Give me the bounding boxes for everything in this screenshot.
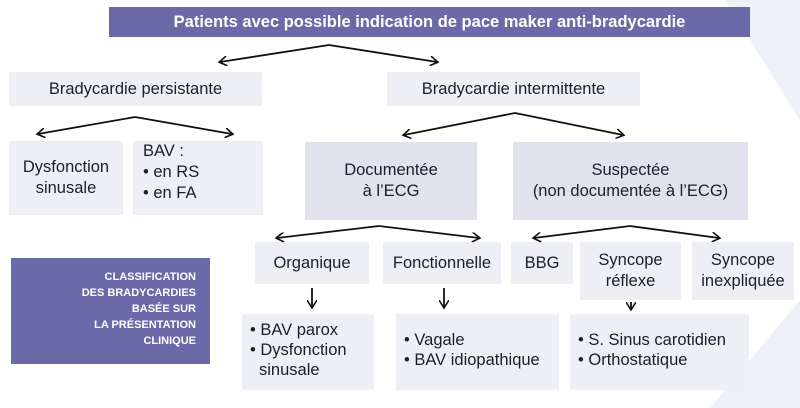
arrow-documentee-to-organique: [277, 225, 380, 238]
node-label: Bradycardie intermittente: [421, 79, 606, 98]
arrow-title-to-intermittente: [328, 44, 437, 62]
node-label: Fonctionnelle: [392, 253, 492, 272]
classification-line: DES BRADYCARDIES: [81, 287, 196, 299]
arrow-suspectee-to-bbg: [534, 225, 631, 238]
arrow-persistante-to-bav: [134, 116, 232, 134]
node-bav: BAV : • en RS • en FA: [133, 141, 263, 215]
list-item: sinusale: [259, 361, 320, 379]
arrow-title-to-persistante: [220, 44, 330, 62]
node-bbg: BBG: [511, 242, 573, 284]
list-item: • Vagale: [404, 331, 465, 349]
node-bradycardie-persistante: Bradycardie persistante: [9, 72, 262, 106]
node-suspectee: Suspectée (non documentée à l’ECG): [513, 142, 748, 220]
classification-line: LA PRÉSENTATION: [94, 319, 196, 331]
classification-label: CLASSIFICATION DES BRADYCARDIES BASÉE SU…: [11, 258, 210, 364]
list-item: • BAV idiopathique: [404, 351, 540, 369]
node-documentee: Documentée à l’ECG: [305, 142, 477, 220]
node-label-line: Documentée: [344, 161, 438, 179]
classification-line: CLINIQUE: [143, 335, 196, 347]
node-bradycardie-intermittente: Bradycardie intermittente: [387, 72, 640, 106]
node-label: Bradycardie persistante: [48, 79, 223, 98]
list-item: • en FA: [143, 184, 197, 202]
node-label-line: Dysfonction: [22, 158, 110, 176]
list-item: • BAV parox: [250, 321, 339, 339]
list-item: • Orthostatique: [578, 351, 688, 369]
node-organique: Organique: [255, 242, 369, 284]
node-label: BBG: [524, 253, 560, 272]
node-fonctionnelle: Fonctionnelle: [383, 242, 501, 284]
node-label-line: inexpliquée: [701, 272, 785, 290]
classification-line: CLASSIFICATION: [104, 271, 196, 283]
arrow-documentee-to-fonctionnelle: [378, 225, 479, 238]
list-item: • Dysfonction: [250, 341, 347, 359]
list-syncope-reflexe: • S. Sinus carotidien • Orthostatique: [570, 314, 749, 390]
list-fonctionnelle: • Vagale • BAV idiopathique: [396, 314, 559, 390]
arrow-intermittente-to-documentee: [404, 112, 516, 135]
list-item: • en RS: [143, 163, 200, 181]
node-label: Organique: [273, 253, 351, 272]
node-dysfonction-sinusale: Dysfonction sinusale: [9, 141, 123, 215]
arrow-intermittente-to-suspectee: [514, 112, 623, 135]
list-organique: • BAV parox • Dysfonction sinusale: [242, 314, 374, 390]
list-item: • S. Sinus carotidien: [578, 331, 726, 349]
node-label-line: Syncope: [710, 251, 776, 269]
node-label-line: Suspectée: [591, 161, 670, 179]
node-label-line: à l’ECG: [362, 182, 420, 200]
node-label-line: réflexe: [605, 272, 656, 290]
classification-line: BASÉE SUR: [131, 303, 196, 315]
node-label-line: (non documentée à l’ECG): [532, 182, 729, 200]
node-syncope-reflexe: Syncope réflexe: [580, 242, 681, 300]
arrow-suspectee-to-syncope-inexpliquee: [629, 225, 719, 238]
node-label-line: sinusale: [35, 179, 97, 197]
node-label-line: Syncope: [598, 251, 663, 269]
node-syncope-inexpliquee: Syncope inexpliquée: [692, 242, 794, 300]
diagram-title: Patients avec possible indication de pac…: [109, 7, 750, 37]
node-label-line: BAV :: [143, 142, 184, 160]
arrow-persistante-to-dysfonction: [38, 116, 136, 134]
